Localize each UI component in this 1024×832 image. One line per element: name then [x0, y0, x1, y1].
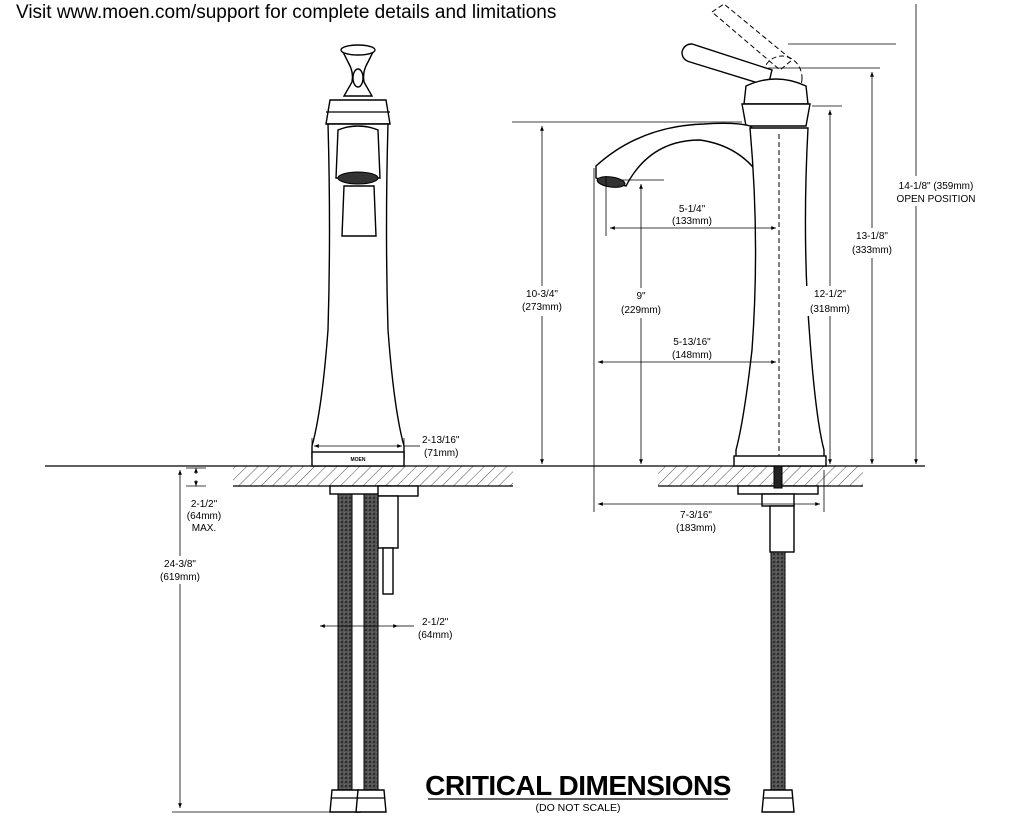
- countertop-hatch-right: [658, 466, 863, 487]
- front-supply-hoses: [329, 493, 387, 813]
- dim-base-width: [311, 438, 420, 452]
- dim-overall-reach-imperial: 5-13/16": [673, 337, 711, 348]
- dim-aerator-height-imperial: 9": [636, 291, 646, 302]
- dim-deck-max-imperial: 2-1/2": [191, 499, 218, 510]
- dim-body-height-imperial: 12-1/2": [814, 289, 846, 300]
- dim-hose-length-mask: [156, 556, 204, 584]
- dim-handle-height-imperial: 13-1/8": [856, 231, 888, 242]
- side-mounting-hardware: [737, 465, 819, 553]
- dim-overall-reach: [593, 168, 776, 512]
- dim-body-height-metric: (318mm): [810, 304, 850, 315]
- dim-base-depth-metric: (183mm): [676, 523, 716, 534]
- dim-handle-height: [768, 67, 880, 464]
- dim-spout-height-mask: [514, 286, 570, 316]
- side-view-faucet: [595, 43, 827, 467]
- dim-spout-height-imperial: 10-3/4": [526, 289, 558, 300]
- dim-deck-max-note: MAX.: [192, 523, 216, 534]
- dim-hose-length: [172, 470, 330, 813]
- dim-shank-spacing-metric: (64mm): [418, 630, 452, 641]
- countertop-hatch-left: [233, 466, 513, 487]
- dim-hose-length-imperial: 24-3/8": [164, 559, 196, 570]
- dim-spout-reach-imperial: 5-1/4": [679, 204, 706, 215]
- dim-aerator-height-metric: (229mm): [621, 305, 661, 316]
- side-supply-hose: [761, 551, 795, 813]
- dim-deck-max-metric: (64mm): [187, 511, 221, 522]
- brand-logo: MOEN: [351, 457, 366, 463]
- dim-body-height-mask: [806, 286, 854, 316]
- dim-deck-max: [186, 467, 206, 487]
- dim-spout-reach-metric: (133mm): [672, 216, 712, 227]
- dim-handle-height-mask: [848, 228, 898, 258]
- dim-aerator-height-mask: [614, 288, 666, 318]
- dim-handle-height-metric: (333mm): [852, 245, 892, 256]
- dim-base-depth: [598, 470, 825, 512]
- dim-base-width-imperial: 2-13/16": [422, 435, 460, 446]
- dim-base-width-metric: (71mm): [424, 448, 458, 459]
- dim-hose-length-metric: (619mm): [160, 572, 200, 583]
- diagram-title: CRITICAL DIMENSIONS: [425, 770, 731, 801]
- dim-base-depth-imperial: 7-3/16": [680, 510, 712, 521]
- header-text: Visit www.moen.com/support for complete …: [16, 2, 557, 23]
- dim-open-height-mask: [892, 176, 982, 206]
- dim-shank-spacing-imperial: 2-1/2": [422, 617, 449, 628]
- dim-open-height-metric: OPEN POSITION: [897, 194, 976, 205]
- diagram-subtitle: (DO NOT SCALE): [536, 802, 621, 814]
- dim-open-height: [788, 4, 918, 464]
- dim-open-height-imperial: 14-1/8" (359mm): [899, 181, 974, 192]
- front-view-faucet: [311, 44, 405, 467]
- dim-spout-reach: [605, 176, 776, 236]
- dim-overall-reach-metric: (148mm): [672, 350, 712, 361]
- dim-aerator-height: [620, 179, 664, 464]
- dim-spout-height-metric: (273mm): [522, 302, 562, 313]
